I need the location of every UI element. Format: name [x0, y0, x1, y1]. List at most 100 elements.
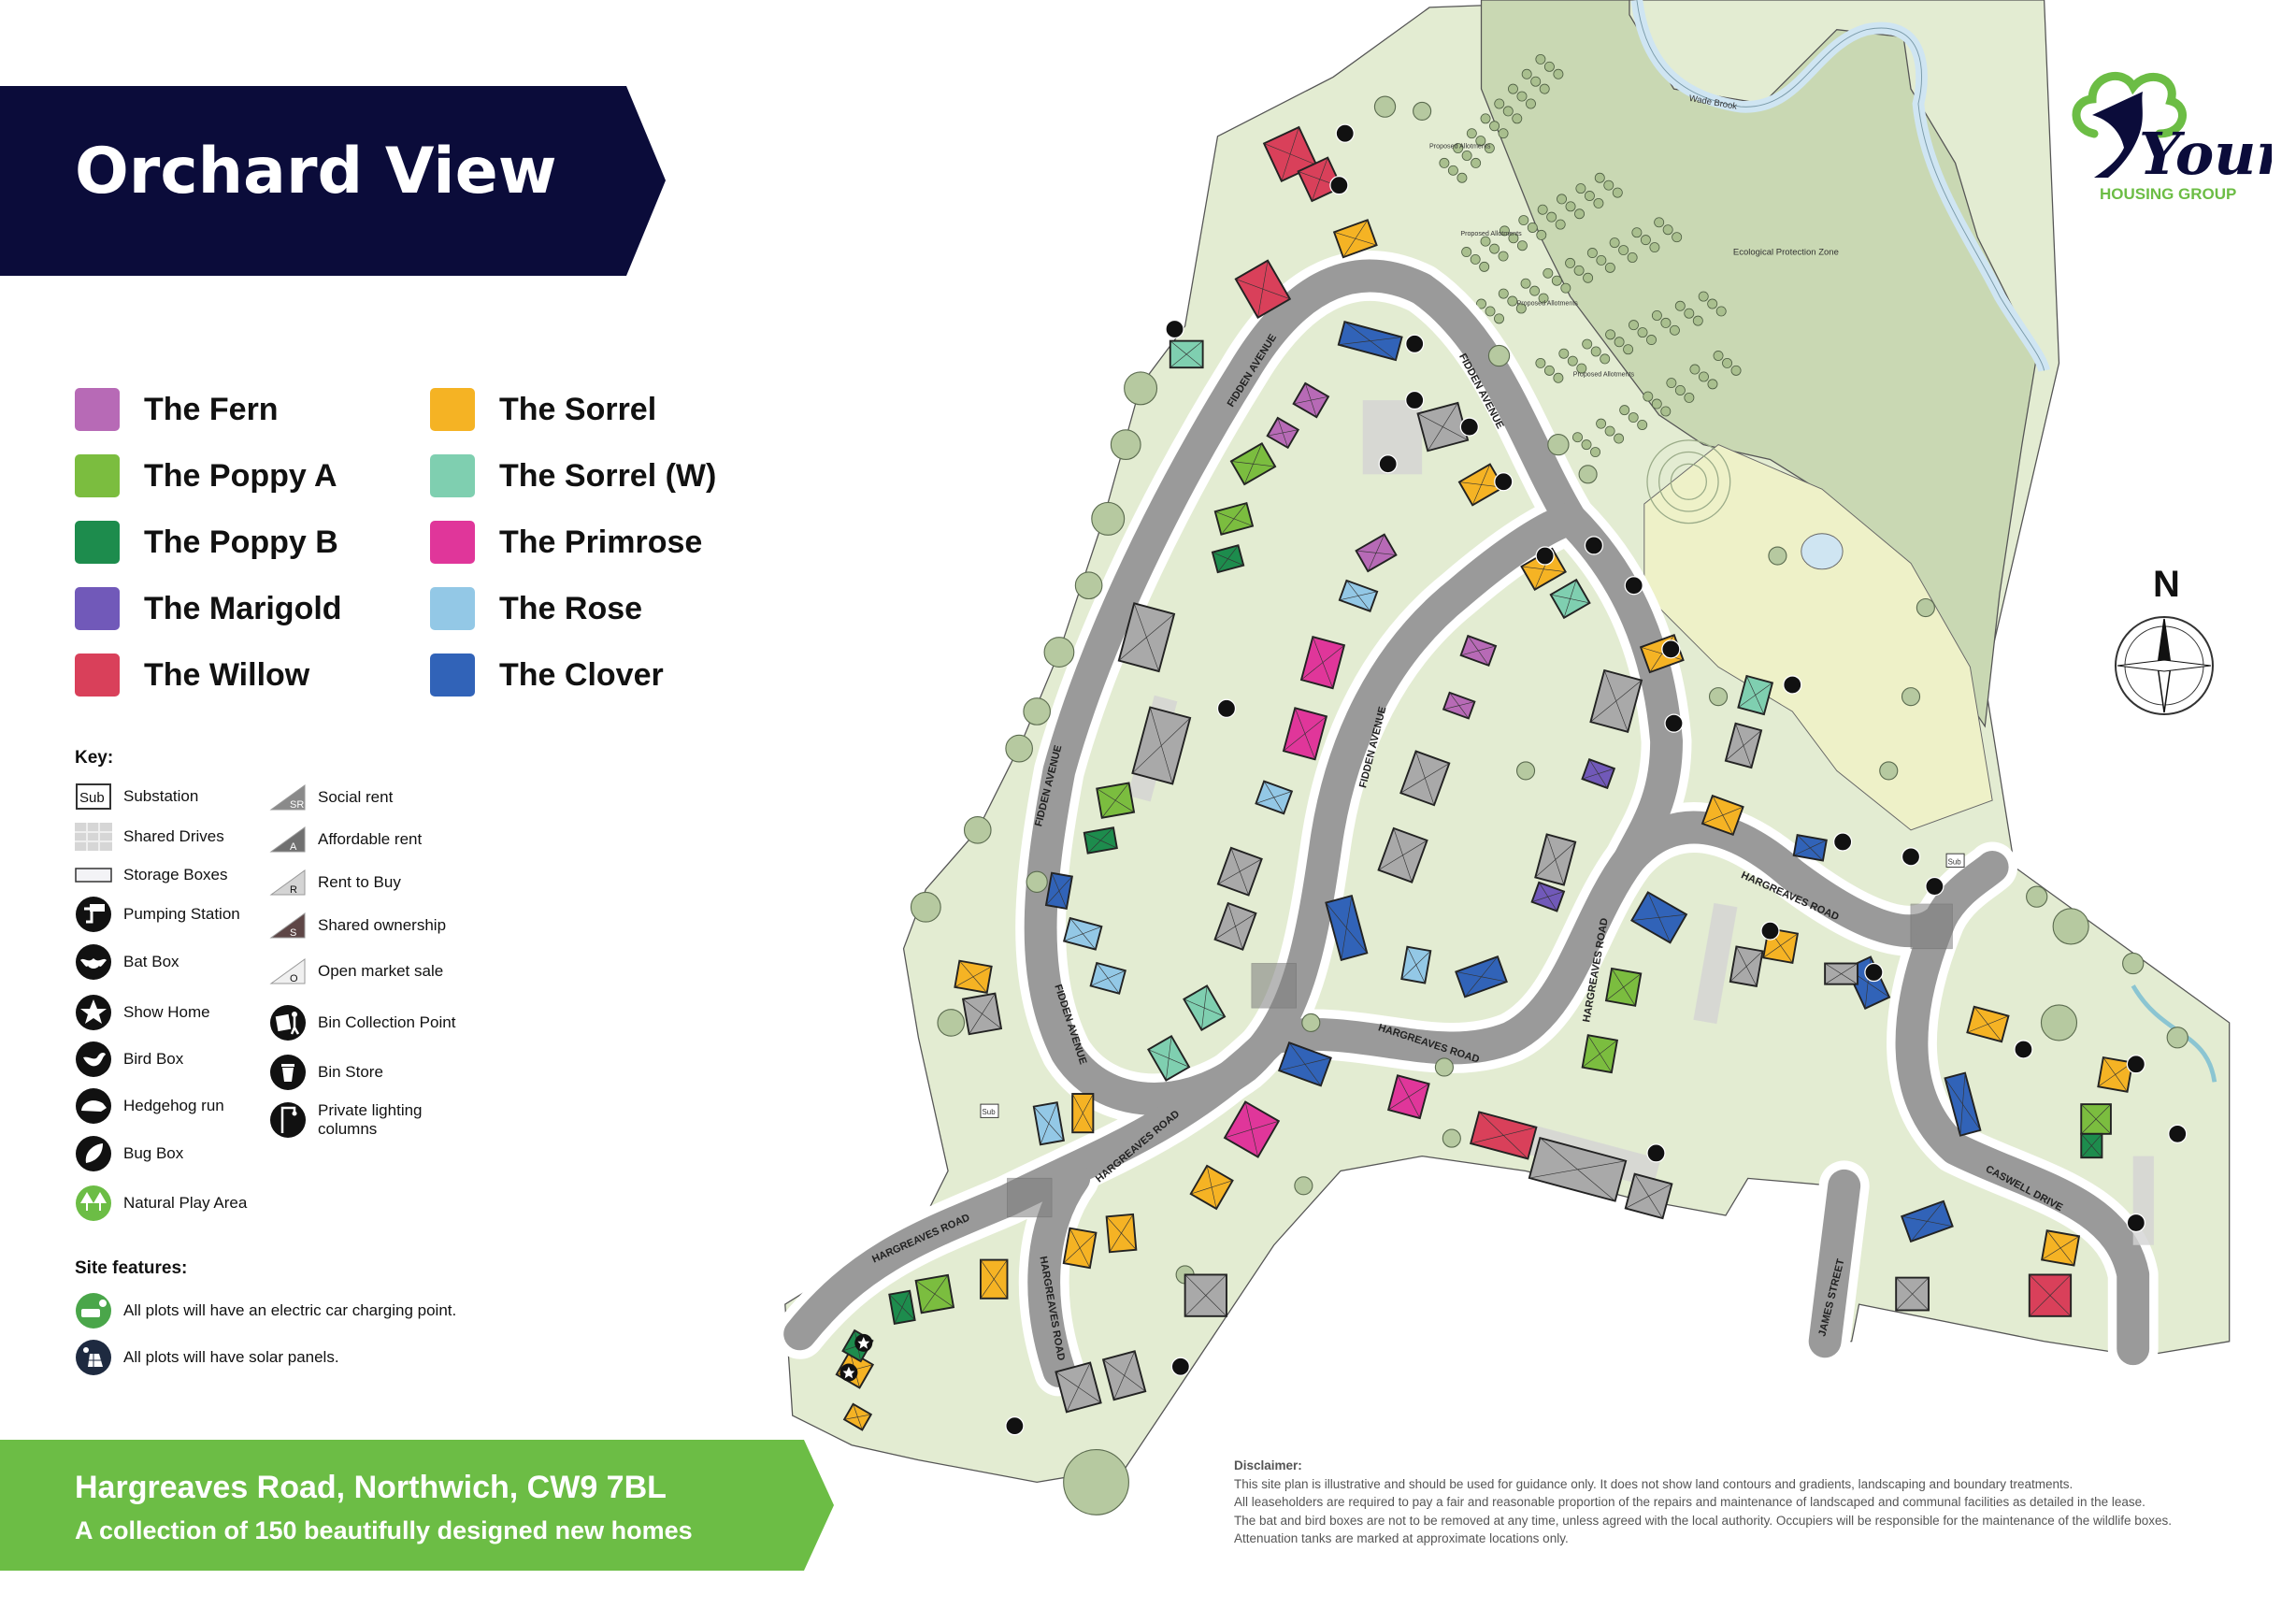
color-swatch — [430, 388, 475, 431]
map-marker-icon — [1170, 1357, 1191, 1376]
key-heading: Key: — [75, 748, 114, 768]
key-label: Natural Play Area — [123, 1194, 248, 1212]
key-label: Bug Box — [123, 1144, 184, 1162]
disclaimer: Disclaimer: This site plan is illustrati… — [1234, 1457, 2172, 1548]
substation-icon: Sub — [75, 778, 112, 815]
house-plot — [1386, 1074, 1430, 1120]
house-plot — [1089, 961, 1126, 995]
house-plot — [1355, 533, 1398, 573]
color-swatch — [75, 454, 120, 497]
house-plot — [2041, 1229, 2081, 1267]
map-marker-icon — [1925, 876, 1944, 897]
house-plot — [1213, 501, 1255, 536]
map-marker-icon — [1494, 472, 1514, 492]
svg-text:O: O — [290, 973, 298, 984]
key-label: Bin Store — [318, 1063, 383, 1081]
site-feature-label: All plots will have an electric car char… — [123, 1301, 457, 1319]
house-plot — [1589, 668, 1643, 733]
map-marker-icon — [1459, 417, 1479, 437]
map-marker-icon — [1216, 698, 1237, 718]
map-marker-icon — [1864, 962, 1884, 983]
house-plot — [1400, 945, 1432, 984]
house-plot — [979, 1258, 1009, 1300]
north-compass: N — [2115, 564, 2214, 715]
bird-box-icon — [75, 1041, 112, 1078]
site-feature-item: All plots will have solar panels. — [75, 1339, 339, 1376]
substation-marker: Sub Sub — [980, 853, 1965, 1118]
house-plot — [1729, 945, 1764, 987]
key-label: Private lighting columns — [318, 1101, 423, 1138]
legend-label: The Fern — [144, 391, 279, 427]
key-item: Shared Drives — [75, 818, 224, 855]
key-label: Hedgehog run — [123, 1097, 224, 1114]
color-swatch — [75, 388, 120, 431]
your-housing-group-logo: Your HOUSING GROUP — [2066, 64, 2290, 213]
house-plot — [1534, 833, 1577, 886]
logo-subtitle: HOUSING GROUP — [2100, 185, 2237, 203]
house-plot — [1700, 794, 1744, 837]
house-plots — [835, 125, 2134, 1431]
legend-item: The Willow — [75, 654, 309, 697]
svg-text:Sub: Sub — [983, 1108, 997, 1116]
map-marker-icon — [2014, 1040, 2033, 1059]
shared-drives-icon — [75, 818, 112, 855]
key-label: Shared ownership — [318, 916, 447, 934]
map-marker-icon — [1646, 1143, 1666, 1163]
ecological-protection-zone — [1480, 0, 2038, 728]
pond — [1801, 533, 1844, 570]
house-plot — [1032, 1101, 1065, 1146]
rent-to-buy-icon: R — [269, 864, 307, 901]
house-plot — [1724, 722, 1763, 769]
house-plot — [1299, 636, 1346, 690]
allotments-label: Proposed Allotments — [1429, 143, 1491, 151]
house-plot — [1528, 1136, 1628, 1202]
house-plot — [1234, 259, 1292, 319]
disclaimer-line: All leaseholders are required to pay a f… — [1234, 1495, 2145, 1509]
house-plot — [1455, 955, 1508, 998]
key-item: Pumping Station — [75, 896, 240, 933]
house-plot — [1442, 691, 1476, 720]
legend-item: The Primrose — [430, 521, 702, 564]
map-marker-icon — [1378, 454, 1398, 474]
house-plot — [1325, 894, 1369, 961]
key-label: Bin Collection Point — [318, 1013, 456, 1031]
house-plot — [842, 1402, 873, 1431]
disclaimer-line: The bat and bird boxes are not to be rem… — [1234, 1513, 2173, 1528]
house-plot — [1792, 834, 1828, 862]
legend-label: The Poppy A — [144, 457, 337, 494]
legend-label: The Sorrel (W) — [499, 457, 717, 494]
title-banner: Orchard View — [0, 86, 666, 276]
site-feature-item: All plots will have an electric car char… — [75, 1292, 456, 1329]
house-plot — [1184, 1273, 1227, 1317]
lighting-column-icon — [269, 1101, 307, 1139]
map-marker-icon — [1832, 832, 1853, 852]
svg-text:Sub: Sub — [79, 790, 105, 806]
disclaimer-line: Attenuation tanks are marked at approxim… — [1234, 1531, 1569, 1545]
house-plot — [1169, 339, 1204, 369]
house-plot — [1581, 758, 1616, 790]
legend-label: The Rose — [499, 590, 643, 626]
shared-drive-crossings — [1006, 903, 1953, 1218]
house-plot — [1189, 1164, 1234, 1211]
logo-tree-icon: Your — [2072, 71, 2290, 188]
compass-rose-icon — [2115, 616, 2214, 715]
social-rent-icon: SR — [269, 779, 307, 816]
house-plot — [1966, 1005, 2010, 1043]
color-swatch — [430, 454, 475, 497]
affordable-rent-icon: A — [269, 821, 307, 858]
map-marker-icon — [1760, 921, 1780, 941]
map-marker-icon — [2168, 1124, 2188, 1143]
legend-item: The Fern — [75, 388, 279, 431]
legend-label: The Primrose — [499, 524, 703, 560]
color-swatch — [430, 587, 475, 630]
house-plot — [1292, 381, 1330, 419]
house-plot — [1337, 321, 1403, 362]
allotments-label: Proposed Allotments — [1573, 371, 1635, 379]
house-plot — [1581, 1034, 1619, 1074]
key-label: Show Home — [123, 1003, 210, 1021]
key-label: Substation — [123, 787, 199, 805]
bin-store-icon — [269, 1054, 307, 1091]
